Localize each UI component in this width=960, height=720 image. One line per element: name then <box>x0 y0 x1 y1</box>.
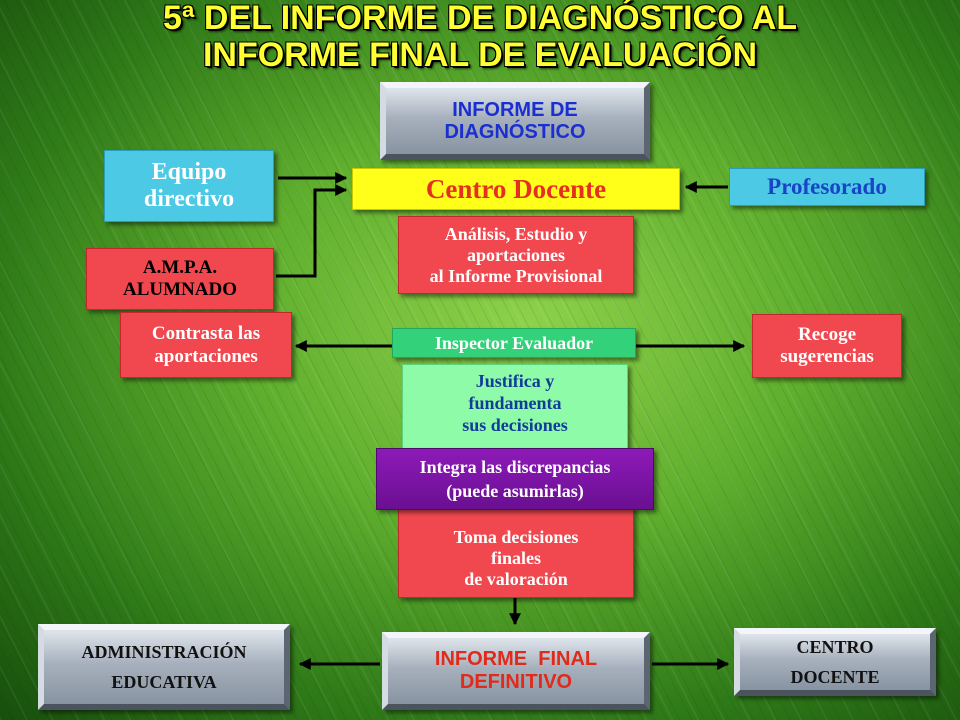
justifica-box: Justifica y fundamenta sus decisiones <box>402 364 628 454</box>
analisis-line-1: Análisis, Estudio y <box>444 223 588 244</box>
title-line-2: INFORME FINAL DE EVALUACIÓN <box>202 36 758 74</box>
analisis-line-3: al Informe Provisional <box>429 265 603 286</box>
informe-diagnostico-box: INFORME DE DIAGNÓSTICO <box>380 82 650 160</box>
integra-discrepancias-box: Integra las discrepancias (puede asumirl… <box>376 448 654 510</box>
recoge-sugerencias-box: Recoge sugerencias <box>752 314 902 378</box>
profesorado-label: Profesorado <box>767 174 887 199</box>
equipo-directivo-line-1: Equipo <box>151 159 227 185</box>
arrow-ampa-to-centro <box>276 184 348 278</box>
centro-docente-final-box: CENTRO DOCENTE <box>734 628 936 696</box>
informe-diagnostico-line-1: INFORME DE <box>452 99 578 121</box>
equipo-directivo-box: Equipo directivo <box>104 150 274 222</box>
inspector-evaluador-box: Inspector Evaluador <box>392 328 636 358</box>
ampa-alumnado-box: A.M.P.A. ALUMNADO <box>86 248 274 310</box>
informe-final-line-1: INFORME FINAL <box>434 648 598 670</box>
integra-line-1: Integra las discrepancias <box>419 457 611 477</box>
ampa-line-2: ALUMNADO <box>123 279 237 300</box>
centro-docente-box: Centro Docente <box>352 168 680 210</box>
inspector-label: Inspector Evaluador <box>434 332 594 353</box>
justifica-line-3: sus decisiones <box>462 415 568 435</box>
administracion-line-1: ADMINISTRACIÓN <box>81 642 247 662</box>
analisis-line-2: aportaciones <box>467 244 565 265</box>
administracion-line-2: EDUCATIVA <box>111 672 217 692</box>
toma-line-3: de valoración <box>464 568 568 589</box>
justifica-line-2: fundamenta <box>468 393 562 413</box>
profesorado-box: Profesorado <box>729 168 925 206</box>
informe-diagnostico-line-2: DIAGNÓSTICO <box>444 121 586 143</box>
administracion-educativa-box: ADMINISTRACIÓN EDUCATIVA <box>38 624 290 710</box>
integra-line-2: (puede asumirlas) <box>446 481 584 501</box>
toma-line-1: Toma decisiones <box>453 526 579 547</box>
title-line-1: 5ª DEL INFORME DE DIAGNÓSTICO AL <box>162 0 798 37</box>
toma-decisiones-box: Toma decisiones finales de valoración <box>398 506 634 598</box>
page-title: 5ª DEL INFORME DE DIAGNÓSTICO AL INFORME… <box>0 0 960 74</box>
justifica-line-1: Justifica y <box>475 371 555 391</box>
informe-final-box: INFORME FINAL DEFINITIVO <box>382 632 650 710</box>
contrasta-box: Contrasta las aportaciones <box>120 312 292 378</box>
centro-docente-final-line-1: CENTRO <box>796 637 874 657</box>
contrasta-line-2: aportaciones <box>154 346 258 367</box>
recoge-line-2: sugerencias <box>780 346 874 367</box>
centro-docente-final-line-2: DOCENTE <box>790 667 880 687</box>
recoge-line-1: Recoge <box>797 324 857 345</box>
contrasta-line-1: Contrasta las <box>151 323 261 344</box>
analisis-box: Análisis, Estudio y aportaciones al Info… <box>398 216 634 294</box>
informe-final-line-2: DEFINITIVO <box>459 671 573 693</box>
ampa-line-1: A.M.P.A. <box>142 257 218 278</box>
centro-docente-label: Centro Docente <box>425 173 607 204</box>
equipo-directivo-line-2: directivo <box>143 186 235 212</box>
toma-line-2: finales <box>490 547 541 568</box>
